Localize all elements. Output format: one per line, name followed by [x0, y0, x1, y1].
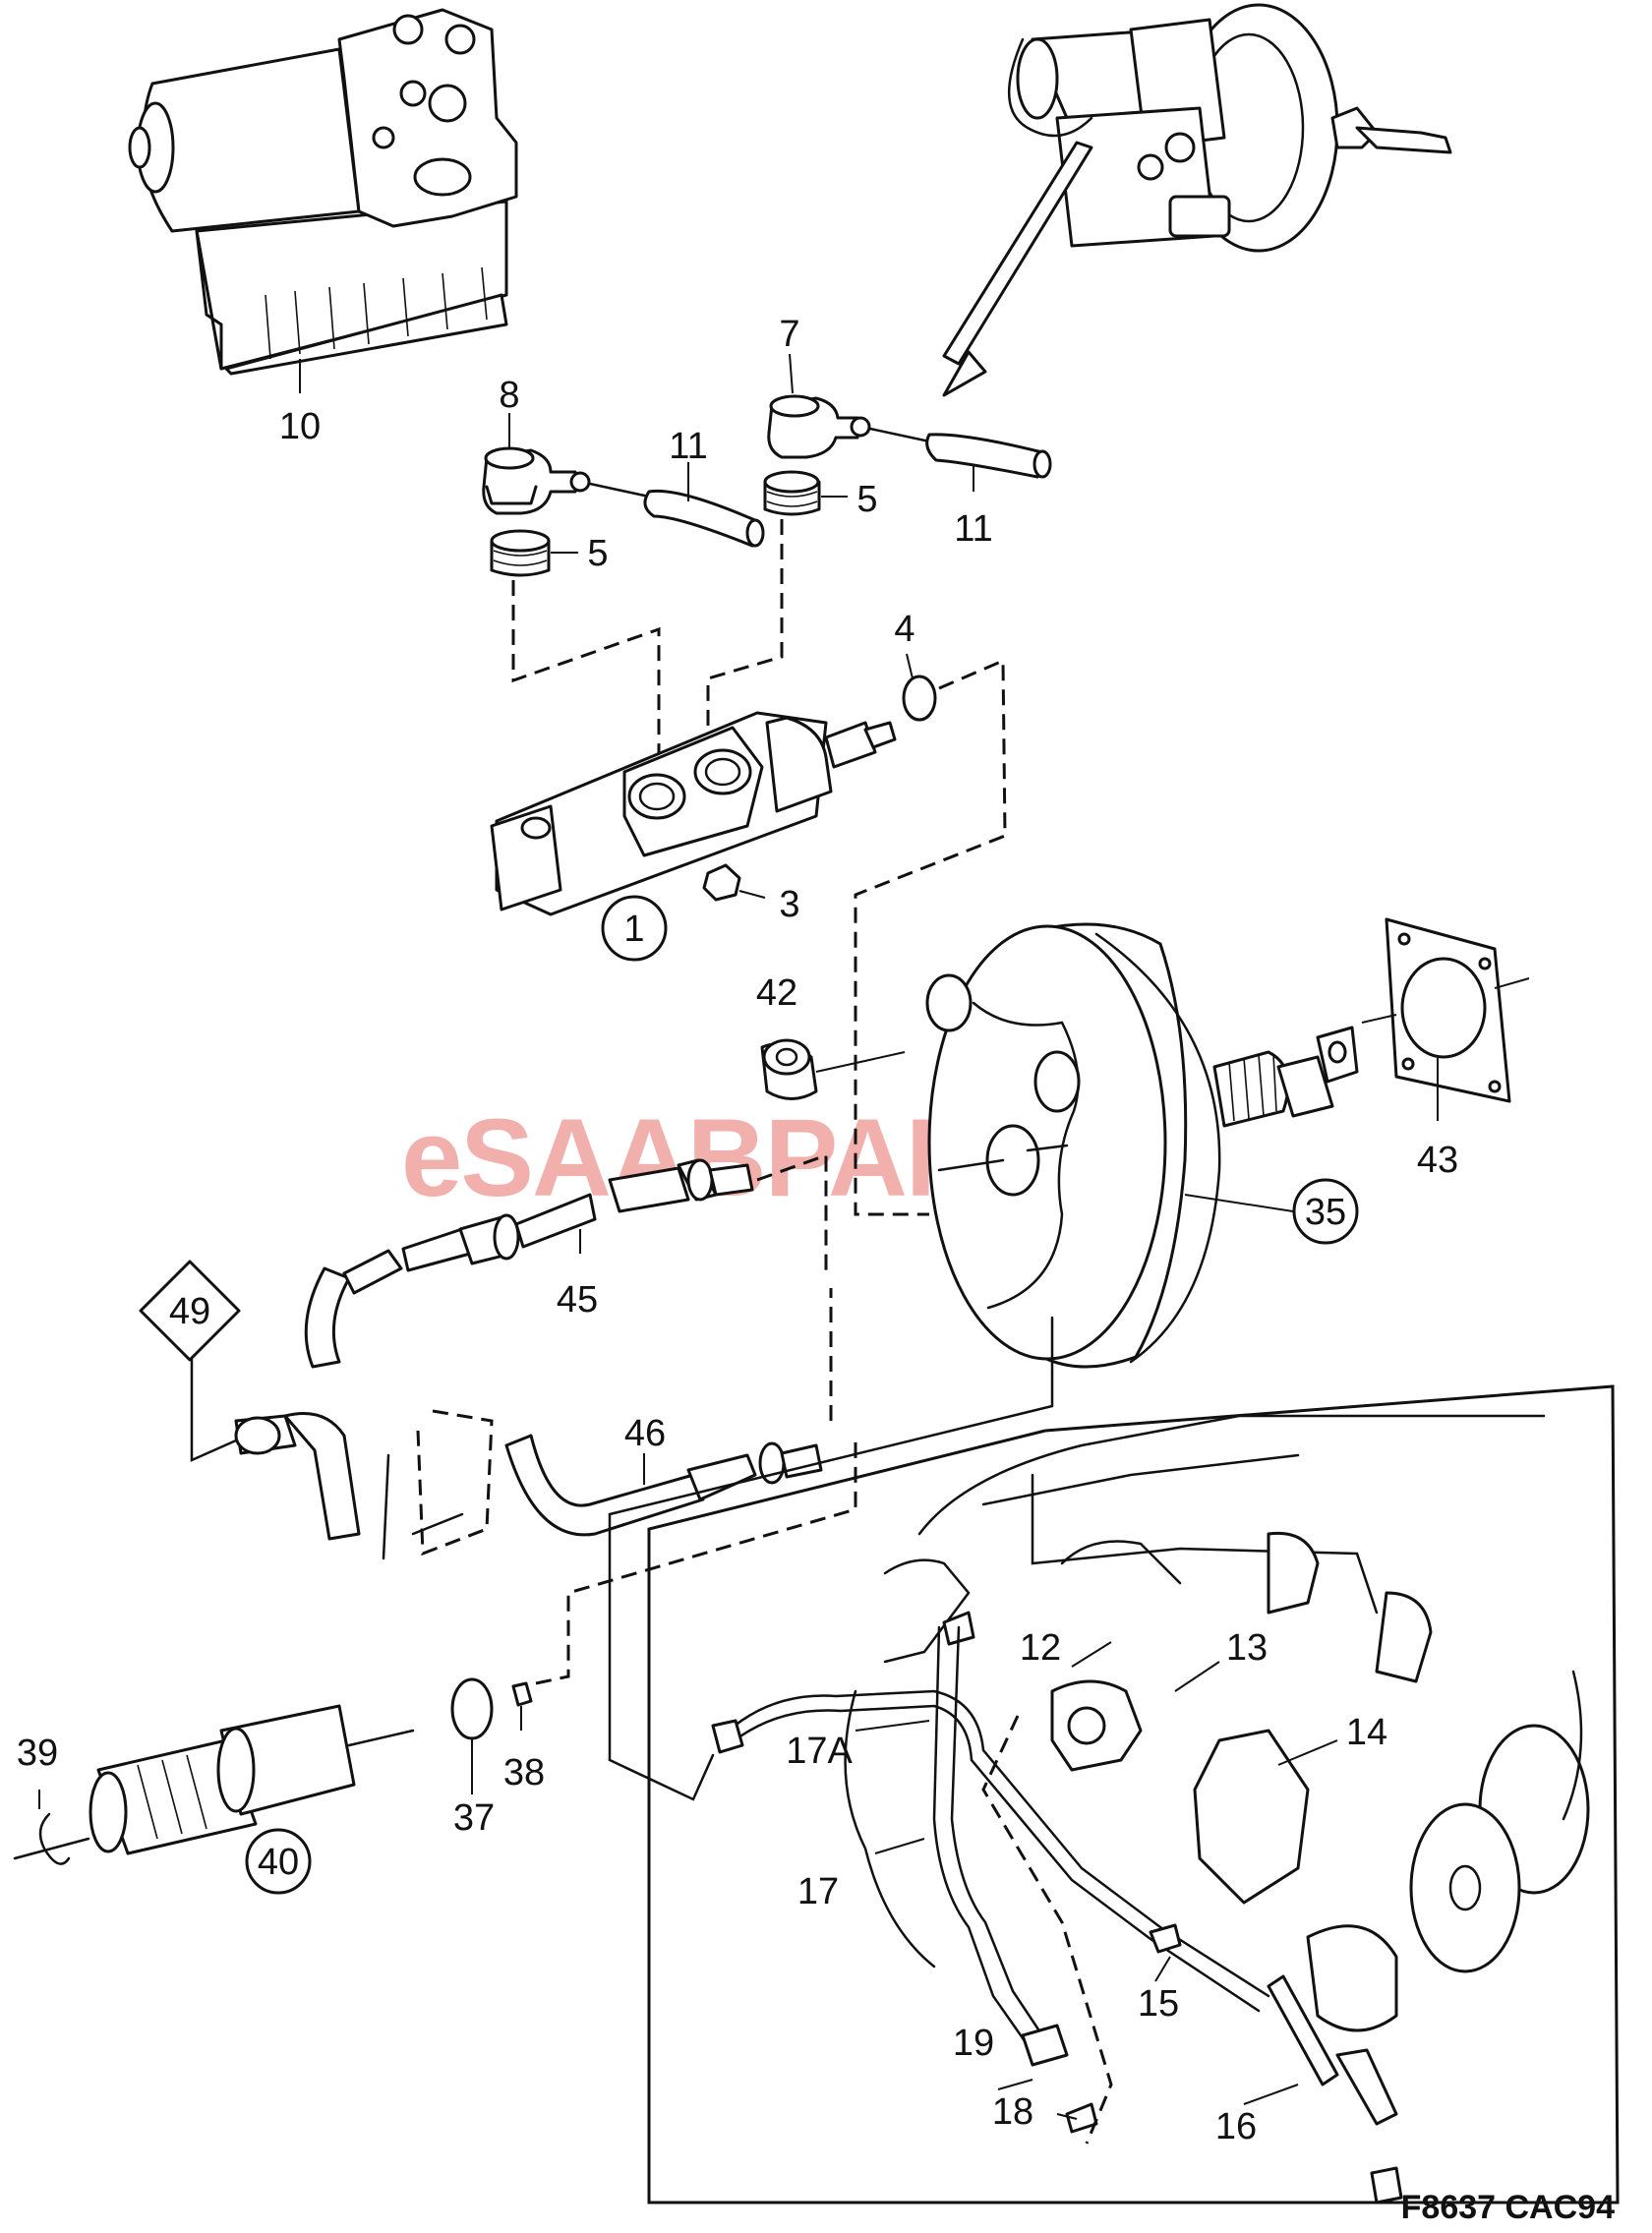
callout-37-text: 37 [453, 1797, 495, 1839]
callout-labels: 1 3 4 5 5 7 8 10 11 11 12 13 14 15 16 17… [17, 314, 1458, 2147]
callout-8-text: 8 [499, 375, 519, 416]
callout-5b-text: 5 [856, 479, 877, 520]
vacuum-sensor-assembly [13, 1677, 533, 1865]
callout-18-text: 18 [992, 2091, 1033, 2133]
callout-11b: 11 [954, 464, 993, 550]
fitting-right [763, 394, 1052, 516]
callout-43: 43 [1417, 1057, 1458, 1181]
callout-7-text: 7 [779, 314, 799, 355]
callout-45-text: 45 [557, 1279, 598, 1321]
callout-42-text: 42 [756, 972, 797, 1014]
callout-46-text: 46 [624, 1413, 666, 1454]
callout-19-text: 19 [953, 2023, 994, 2064]
callout-4: 4 [894, 609, 915, 679]
fitting-left [482, 446, 765, 577]
callout-49-text: 49 [169, 1291, 210, 1332]
callout-40: 40 [245, 1828, 312, 1895]
callout-4-text: 4 [894, 609, 914, 650]
booster-grommet [760, 1038, 906, 1100]
callout-38-text: 38 [503, 1752, 545, 1793]
callout-10-text: 10 [279, 406, 321, 447]
callout-11b-text: 11 [954, 508, 992, 550]
callout-40-text: 40 [258, 1842, 299, 1883]
callout-5a-text: 5 [587, 533, 608, 574]
abs-hydraulic-unit [128, 8, 518, 376]
callout-5b: 5 [821, 479, 878, 520]
callout-1-text: 1 [623, 909, 644, 950]
booster-gasket [1361, 917, 1530, 1103]
callout-14-text: 14 [1346, 1712, 1387, 1753]
callout-7: 7 [779, 314, 800, 394]
callout-5a: 5 [551, 533, 609, 574]
callout-8: 8 [499, 375, 520, 447]
callout-15-text: 15 [1138, 1983, 1179, 2025]
callout-16-text: 16 [1215, 2106, 1257, 2147]
callout-11a: 11 [669, 426, 708, 501]
callout-39-text: 39 [17, 1733, 58, 1774]
brake-booster [925, 922, 1359, 1369]
callout-35-text: 35 [1305, 1192, 1346, 1233]
callout-11a-text: 11 [669, 426, 707, 467]
callout-17a-text: 17A [786, 1731, 853, 1772]
booster-assembly-view [942, 3, 1452, 397]
engine-bay-detail [647, 1384, 1620, 2204]
callout-1: 1 [601, 895, 668, 962]
callout-35: 35 [1184, 1178, 1359, 1245]
callout-17-text: 17 [797, 1871, 839, 1912]
vacuum-hoses [234, 1158, 823, 1560]
figure-code: F8637 CAC94 [1401, 2189, 1615, 2226]
callout-3: 3 [738, 884, 800, 925]
callout-10: 10 [279, 359, 321, 447]
callout-12-text: 12 [1020, 1627, 1061, 1669]
callout-3-text: 3 [779, 884, 799, 925]
callout-13-text: 13 [1226, 1627, 1268, 1669]
callout-43-text: 43 [1417, 1140, 1458, 1181]
callout-49: 49 [139, 1260, 241, 1362]
master-cylinder [490, 675, 937, 916]
